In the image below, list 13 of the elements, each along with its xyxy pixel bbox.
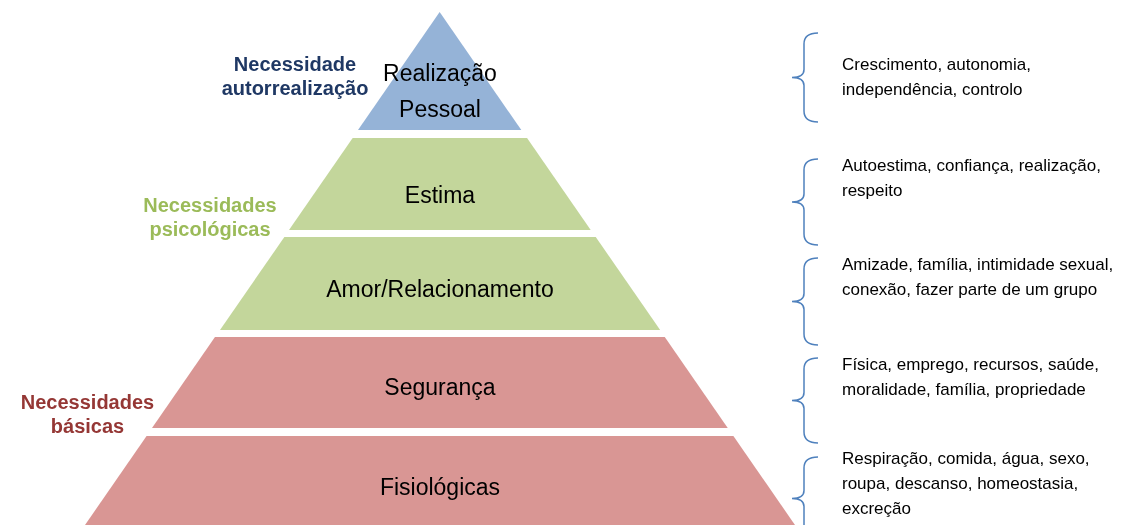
group-label: Necessidades psicológicas <box>142 193 278 241</box>
description-text: Autoestima, confiança, realização, respeito <box>842 155 1102 202</box>
description-text: Amizade, família, intimidade sexual, conexão, fazer parte de um grupo <box>842 254 1115 301</box>
group-label: Necessidade autorrealização <box>220 52 370 100</box>
level-label: Fisiológicas <box>378 473 502 502</box>
description-text: Física, emprego, recursos, saúde, moralidade, família, propriedade <box>842 354 1100 401</box>
level-label: Amor/Relacionamento <box>325 275 555 304</box>
description-text: Respiração, comida, água, sexo, roupa, descanso, homeostasia, excreção <box>842 448 1091 520</box>
level-label: Realização Pessoal <box>382 59 498 124</box>
level-label: Estima <box>403 181 477 210</box>
group-label: Necessidades básicas <box>19 390 156 438</box>
description-text: Crescimento, autonomia, independência, controlo <box>842 54 1032 101</box>
level-label: Segurança <box>383 373 497 402</box>
